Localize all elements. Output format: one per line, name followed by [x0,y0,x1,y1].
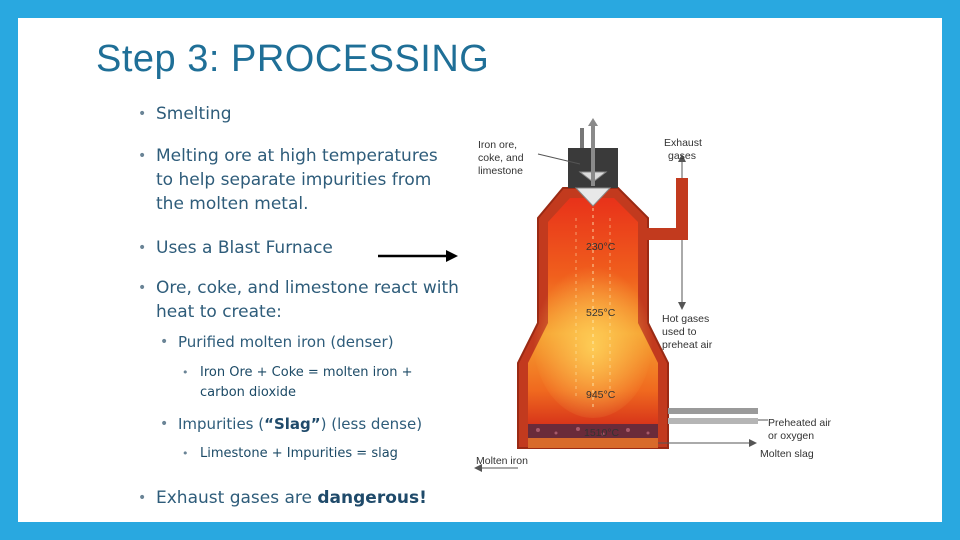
bullet-dot: • [138,280,147,296]
bullet-dot: • [182,366,189,379]
temp-label-4: 1510°C [584,427,620,439]
temp-label-2: 525°C [586,307,616,319]
label-air-line-1: Preheated air [768,417,832,429]
slide-title: Step 3: PROCESSING [96,38,490,80]
bullet-smelting: • Smelting [138,102,232,126]
bullet-dot: • [138,106,147,122]
label-exhaust-line-1: Exhaust [664,137,702,149]
label-exhaust-line-2: gases [668,150,696,162]
label-air-line-2: or oxygen [768,430,814,442]
impurities-post: ) (less dense) [320,415,423,433]
bullet-text: Impurities (“Slag”) (less dense) [178,413,470,435]
bullet-text: Iron Ore + Coke = molten iron + carbon d… [200,365,413,400]
bullet-purified: • Purified molten iron (denser) [160,331,460,353]
bullet-impurities: • Impurities (“Slag”) (less dense) [160,413,470,435]
exhaust-pipe [640,154,688,310]
input-pointer [537,153,581,165]
bullet-text: Melting ore at high temperatures to help… [156,146,438,214]
slide: Step 3: PROCESSING • Smelting • Melting … [18,18,942,522]
label-hot-line-2: used to [662,326,697,338]
diagram-labels: Iron ore, coke, and limestone Exhaust ga… [476,137,832,467]
temp-label-1: 230°C [586,241,616,253]
bullet-dot: • [138,490,147,506]
slag-layer [528,424,658,448]
label-molten-slag: Molten slag [760,448,814,460]
bullet-dot: • [160,416,169,432]
slag-term: “Slag” [264,415,321,433]
bullet-melting: • Melting ore at high temperatures to he… [138,144,460,216]
bullet-text: Limestone + Impurities = slag [200,446,398,461]
exhaust-emphasis: dangerous! [317,488,427,508]
bullet-text: Ore, coke, and limestone react with heat… [156,278,459,322]
bullet-text: Smelting [156,104,232,124]
label-hot-line-3: preheat air [662,339,713,351]
label-molten-iron: Molten iron [476,455,528,467]
bullet-dot: • [138,148,147,164]
tuyere-pipes [474,408,768,472]
bullet-dot: • [138,240,147,256]
bullet-equation-2: • Limestone + Impurities = slag [182,444,442,464]
bullet-dot: • [160,334,169,350]
bullet-dot: • [182,447,189,460]
charging-hopper [568,118,618,207]
bullet-equation-1: • Iron Ore + Coke = molten iron + carbon… [182,363,442,403]
furnace-shell [517,187,669,449]
bullet-text: Exhaust gases are dangerous! [156,486,468,510]
impurities-pre: Impurities ( [178,415,265,433]
label-hot-line-1: Hot gases [662,313,709,325]
label-input-line-3: limestone [478,165,523,177]
temp-label-3: 945°C [586,389,616,401]
bullet-text: Uses a Blast Furnace [156,238,333,258]
bullet-react: • Ore, coke, and limestone react with he… [138,276,460,324]
exhaust-pre: Exhaust gases are [156,488,318,508]
bullet-exhaust: • Exhaust gases are dangerous! [138,486,468,510]
bullet-text: Purified molten iron (denser) [178,333,394,351]
blast-furnace-diagram: Iron ore, coke, and limestone Exhaust ga… [474,118,832,472]
bullet-blast-furnace: • Uses a Blast Furnace [138,236,333,260]
right-arrow-icon [378,250,458,262]
label-input-line-1: Iron ore, [478,139,517,151]
label-input-line-2: coke, and [478,152,524,164]
